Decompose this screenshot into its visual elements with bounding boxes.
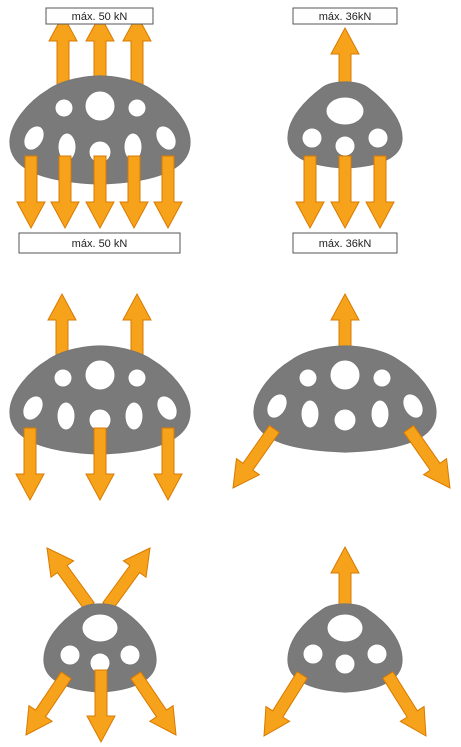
top-load-label-text: máx. 36kN <box>319 11 372 23</box>
panel-large-plate-two-up-three-down <box>9 293 191 501</box>
rigging-plate-large <box>253 345 437 453</box>
load-arrow-angled-left <box>251 667 315 744</box>
plate-hole <box>155 125 177 151</box>
top-load-label-text: máx. 50 kN <box>72 11 128 23</box>
plate-hole <box>302 643 324 665</box>
plate-hole <box>53 368 73 388</box>
bottom-load-label-text: máx. 36kN <box>319 238 372 250</box>
load-arrow-up-3 <box>122 14 152 88</box>
plate-hole <box>325 96 365 126</box>
plate-hole <box>127 368 147 388</box>
load-arrow-angled-down-left <box>13 666 79 744</box>
plate-hole <box>298 368 318 388</box>
plate-hole <box>84 359 116 391</box>
plate-hole <box>127 98 147 118</box>
plate-hole <box>366 643 388 665</box>
plate-hole <box>367 127 389 149</box>
load-arrow-angled-down-right <box>123 666 189 744</box>
plate-hole <box>156 395 178 421</box>
plate-hole <box>372 368 392 388</box>
plate-hole <box>333 408 357 432</box>
load-arrow-angled-right <box>375 667 439 744</box>
top-load-label: máx. 36kN <box>292 7 398 25</box>
load-arrow-angled-up-left <box>35 539 102 615</box>
plate-hole <box>370 399 390 429</box>
load-arrow-angled-right <box>396 420 461 497</box>
plate-hole <box>54 98 74 118</box>
plate-hole <box>119 644 141 666</box>
plate-hole <box>84 90 116 122</box>
top-load-label: máx. 50 kN <box>45 7 154 25</box>
plate-hole <box>334 135 356 157</box>
load-arrow-down-3 <box>365 155 395 229</box>
load-arrow-up-1 <box>48 14 78 88</box>
panel-large-plate-one-up-two-angled <box>221 293 461 497</box>
panel-small-plate-one-up-two-angled <box>251 546 439 744</box>
bottom-load-label-text: máx. 50 kN <box>72 238 128 250</box>
panel-small-plate-x-pattern <box>13 539 189 744</box>
panel-small-plate-axial: máx. 36kN máx. 36kN <box>287 7 403 254</box>
plate-hole <box>56 401 76 431</box>
plate-hole <box>334 653 356 675</box>
plate-hole <box>22 395 44 421</box>
plate-hole <box>402 393 424 419</box>
rigging-plate-small <box>287 603 403 693</box>
plate-hole <box>23 125 45 151</box>
plate-hole <box>266 393 288 419</box>
load-arrow-angled-up-right <box>95 539 162 615</box>
panel-large-plate-axial: máx. 50 kN máx. 50 kN <box>9 7 191 254</box>
load-arrow-angled-left <box>221 420 287 497</box>
plate-hole <box>301 127 323 149</box>
plate-hole <box>124 401 144 431</box>
load-arrow-down-1 <box>295 155 325 229</box>
plate-hole <box>326 613 364 643</box>
plate-hole <box>81 613 119 643</box>
plate-hole <box>329 359 361 391</box>
plate-hole <box>59 644 81 666</box>
bottom-load-label: máx. 36kN <box>292 232 398 254</box>
bottom-load-label: máx. 50 kN <box>18 232 181 254</box>
plate-hole <box>300 399 320 429</box>
